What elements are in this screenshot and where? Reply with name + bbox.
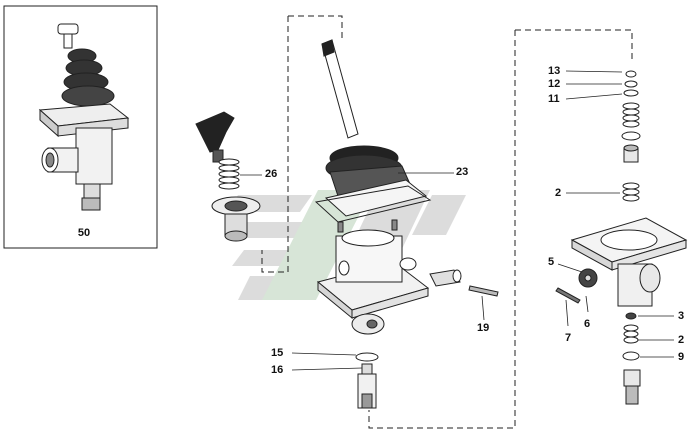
callout-2-top: 2 (555, 187, 562, 199)
bolts (337, 219, 398, 233)
gear-part-6 (578, 268, 598, 288)
spring-part-26 (218, 158, 240, 190)
callout-3: 3 (678, 310, 685, 322)
pin-part-7 (555, 287, 581, 304)
inset-label: 50 (78, 227, 90, 239)
callout-19: 19 (477, 322, 490, 334)
assembled-valve-illustration (38, 23, 130, 211)
callout-6: 6 (584, 318, 591, 330)
callout-12: 12 (548, 78, 561, 90)
callout-7: 7 (565, 332, 572, 344)
lower-piston-assembly (355, 352, 379, 409)
cam-piece (351, 313, 385, 335)
callout-15: 15 (271, 347, 284, 359)
callout-9: 9 (678, 351, 685, 363)
guide-bushing (211, 196, 261, 242)
right-valve-body (570, 217, 688, 307)
main-housing (316, 229, 430, 320)
assembly-dashed-lines (261, 15, 633, 429)
cross-pin (429, 269, 462, 287)
roll-pin-part-19 (468, 285, 499, 297)
right-upper-stack (621, 70, 641, 202)
right-lower-stack (622, 312, 641, 405)
callout-2-bottom: 2 (678, 334, 685, 346)
callout-23: 23 (456, 166, 469, 178)
inset-panel: 50 (3, 5, 158, 249)
callout-26: 26 (265, 168, 278, 180)
callout-5: 5 (548, 256, 555, 268)
lever-with-knob (195, 111, 235, 163)
leader-lines (240, 70, 674, 371)
callout-13: 13 (548, 65, 561, 77)
callout-11: 11 (548, 93, 560, 105)
actuating-rod (321, 39, 359, 139)
callout-16: 16 (271, 364, 284, 376)
boot-cover-part-23 (314, 145, 432, 223)
